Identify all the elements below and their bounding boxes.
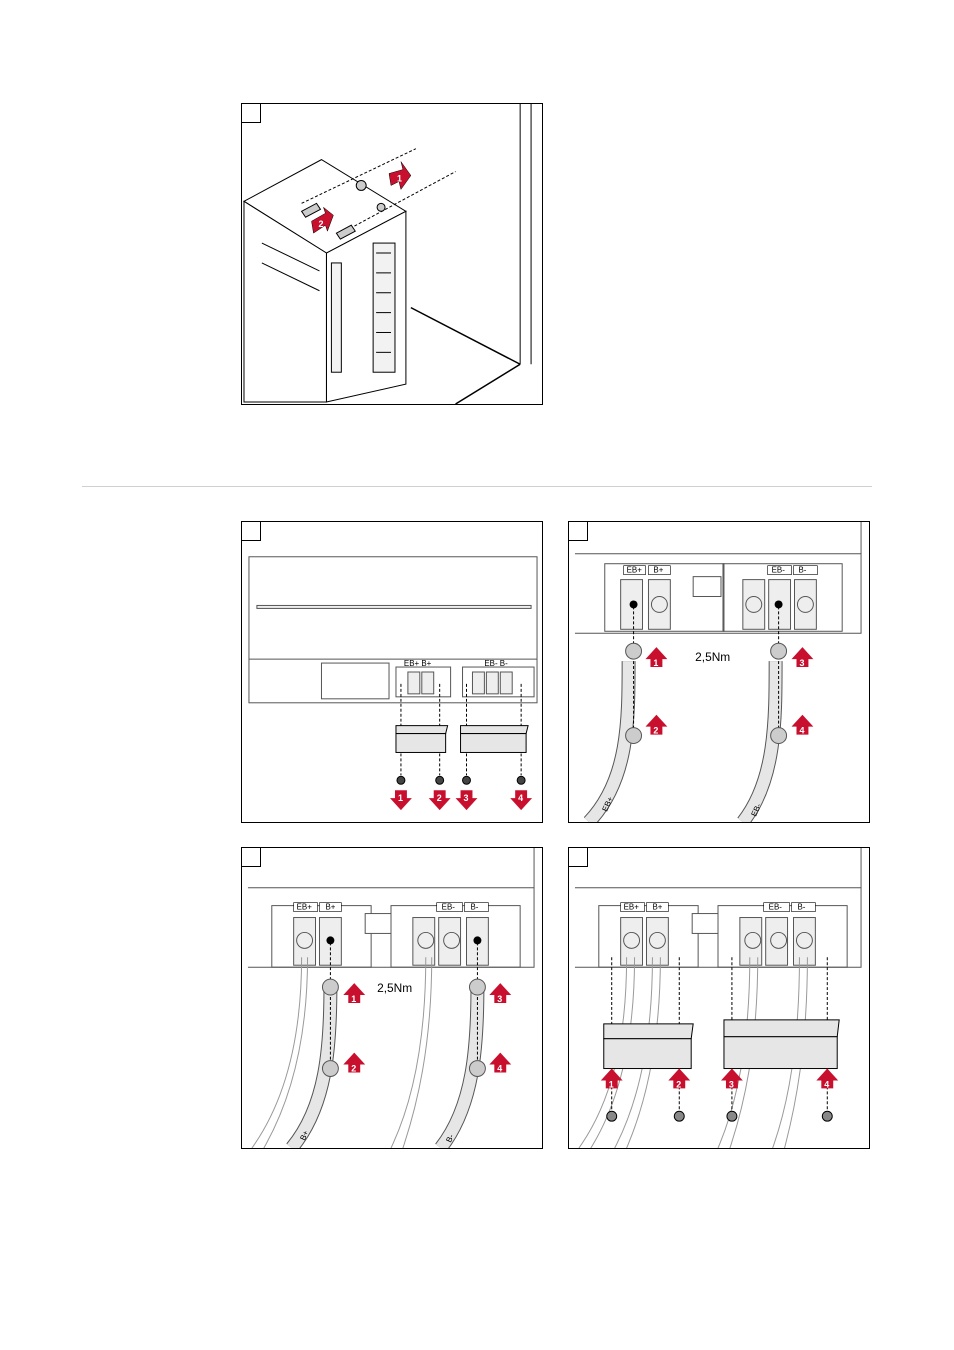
- svg-text:1: 1: [609, 1079, 614, 1089]
- step-checkbox: [241, 847, 261, 867]
- svg-text:2: 2: [437, 793, 442, 803]
- arrow-down-3: 3: [455, 790, 478, 811]
- step-checkbox: [241, 521, 261, 541]
- figure-remove-covers: EB+ B+ EB- B- 1 2 3 4: [241, 521, 543, 823]
- arrow-down-2: 2: [428, 790, 451, 811]
- reinstall-covers-illustration: EB+ B+ EB- B- 1 2 3 4: [574, 848, 862, 1148]
- svg-text:3: 3: [729, 1079, 734, 1089]
- step-checkbox: [568, 521, 588, 541]
- svg-text:1: 1: [397, 173, 402, 183]
- svg-text:3: 3: [799, 658, 804, 668]
- arrow-up-2: 2: [645, 714, 668, 736]
- arrow-down-4: 4: [510, 790, 533, 811]
- svg-text:2: 2: [318, 219, 323, 229]
- terminal-label-eb-minus: EB-: [772, 566, 786, 575]
- arrow-up-3: 3: [489, 983, 512, 1004]
- arrow-up-1: 1: [600, 1068, 623, 1089]
- svg-text:1: 1: [351, 994, 356, 1004]
- terminal-label-eb-plus: EB+: [297, 903, 313, 912]
- cable-label-b-minus: B-: [444, 1133, 456, 1144]
- arrow-up-3: 3: [791, 647, 814, 668]
- svg-text:2: 2: [351, 1064, 356, 1074]
- figure-cabinet-mounting: 1 2: [241, 103, 543, 405]
- terminal-label-eb-plus: EB+: [624, 903, 640, 912]
- svg-text:2: 2: [653, 726, 658, 736]
- connect-eb-illustration: EB+ B+ EB- B- 2,5Nm EB+ EB- 1 2 3 4: [574, 522, 862, 822]
- figure-connect-eb-cables: EB+ B+ EB- B- 2,5Nm EB+ EB- 1 2 3 4: [568, 521, 870, 823]
- terminal-label-eb-minus: EB-: [769, 903, 783, 912]
- terminal-label-eb-minus: EB-: [442, 903, 456, 912]
- svg-text:3: 3: [497, 994, 502, 1004]
- arrow-up-3: 3: [720, 1068, 743, 1089]
- step-checkbox: [568, 847, 588, 867]
- torque-value: 2,5Nm: [377, 981, 412, 995]
- terminal-label-negative: EB- B-: [484, 659, 508, 668]
- svg-text:4: 4: [824, 1079, 829, 1089]
- terminal-label-b-plus: B+: [325, 903, 335, 912]
- terminal-label-b-minus: B-: [797, 903, 805, 912]
- svg-text:1: 1: [653, 658, 658, 668]
- terminal-label-eb-plus: EB+: [627, 566, 643, 575]
- remove-covers-illustration: EB+ B+ EB- B- 1 2 3 4: [248, 556, 538, 811]
- figure-connect-b-cables: EB+ B+ EB- B- 2,5Nm B+ B- 1 2 3 4: [241, 847, 543, 1149]
- arrow-1: 1: [388, 161, 412, 191]
- svg-text:2: 2: [676, 1079, 681, 1089]
- cabinet-illustration: 1 2: [242, 104, 532, 404]
- svg-text:4: 4: [518, 793, 523, 803]
- arrow-up-1: 1: [343, 983, 366, 1004]
- figure-reinstall-covers: EB+ B+ EB- B- 1 2 3 4: [568, 847, 870, 1149]
- step-checkbox: [241, 103, 261, 123]
- arrow-up-1: 1: [645, 647, 668, 668]
- svg-text:4: 4: [799, 726, 804, 736]
- arrow-up-2: 2: [668, 1068, 691, 1089]
- svg-text:3: 3: [464, 793, 469, 803]
- terminal-label-b-minus: B-: [470, 903, 478, 912]
- torque-value: 2,5Nm: [695, 650, 730, 664]
- arrow-up-4: 4: [816, 1068, 839, 1089]
- terminal-label-positive: EB+ B+: [404, 659, 432, 668]
- svg-text:1: 1: [398, 793, 403, 803]
- arrow-down-1: 1: [390, 790, 412, 811]
- terminal-label-b-minus: B-: [798, 566, 806, 575]
- connect-b-illustration: EB+ B+ EB- B- 2,5Nm B+ B- 1 2 3 4: [247, 848, 535, 1148]
- section-divider: [82, 486, 872, 487]
- cable-label-b-plus: B+: [298, 1129, 311, 1142]
- terminal-label-b-plus: B+: [652, 903, 662, 912]
- arrow-up-2: 2: [343, 1052, 366, 1074]
- svg-text:4: 4: [497, 1064, 502, 1074]
- arrow-up-4: 4: [489, 1052, 512, 1074]
- terminal-label-b-plus: B+: [653, 566, 663, 575]
- arrow-up-4: 4: [791, 714, 814, 736]
- arrow-2: 2: [311, 206, 334, 234]
